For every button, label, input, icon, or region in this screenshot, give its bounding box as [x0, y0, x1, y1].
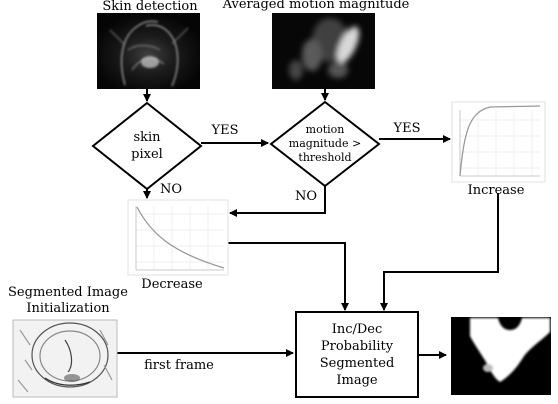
edge-label-motion-yes: YES — [393, 121, 421, 136]
decrease-curve-plot — [128, 200, 228, 275]
segmented-init-label-line2: Initialization — [26, 301, 110, 316]
edge-label-skin-yes: YES — [211, 123, 239, 138]
averaged-motion-image — [272, 13, 375, 89]
arrow-decrease-to-box — [228, 243, 345, 310]
process-box-line4: Image — [336, 373, 378, 388]
process-box-line3: Segmented — [320, 356, 395, 371]
averaged-motion-label: Averaged motion magnitude — [222, 0, 410, 12]
output-segmented-image — [451, 317, 551, 395]
skin-pixel-decision — [93, 103, 201, 189]
first-frame-label: first frame — [144, 358, 214, 373]
segmented-init-image — [13, 320, 117, 397]
edge-label-skin-no: NO — [160, 182, 182, 197]
skin-detection-label: Skin detection — [102, 0, 198, 14]
process-box-line2: Probability — [321, 339, 394, 354]
increase-curve-plot — [452, 102, 545, 182]
motion-decision-line2: magnitude > — [289, 137, 361, 150]
edge-label-motion-no: NO — [295, 189, 317, 204]
arrow-increase-to-box — [384, 193, 498, 310]
skin-detection-image — [97, 13, 200, 89]
process-box-line1: Inc/Dec — [332, 322, 383, 337]
skin-decision-line2: pixel — [131, 147, 163, 162]
increase-label: Increase — [468, 183, 525, 198]
motion-decision-line3: threshold — [298, 151, 351, 164]
segmented-init-label-line1: Segmented Image — [8, 285, 128, 300]
decrease-label: Decrease — [141, 277, 203, 292]
motion-decision-line1: motion — [306, 123, 345, 136]
skin-decision-line1: skin — [133, 130, 161, 145]
